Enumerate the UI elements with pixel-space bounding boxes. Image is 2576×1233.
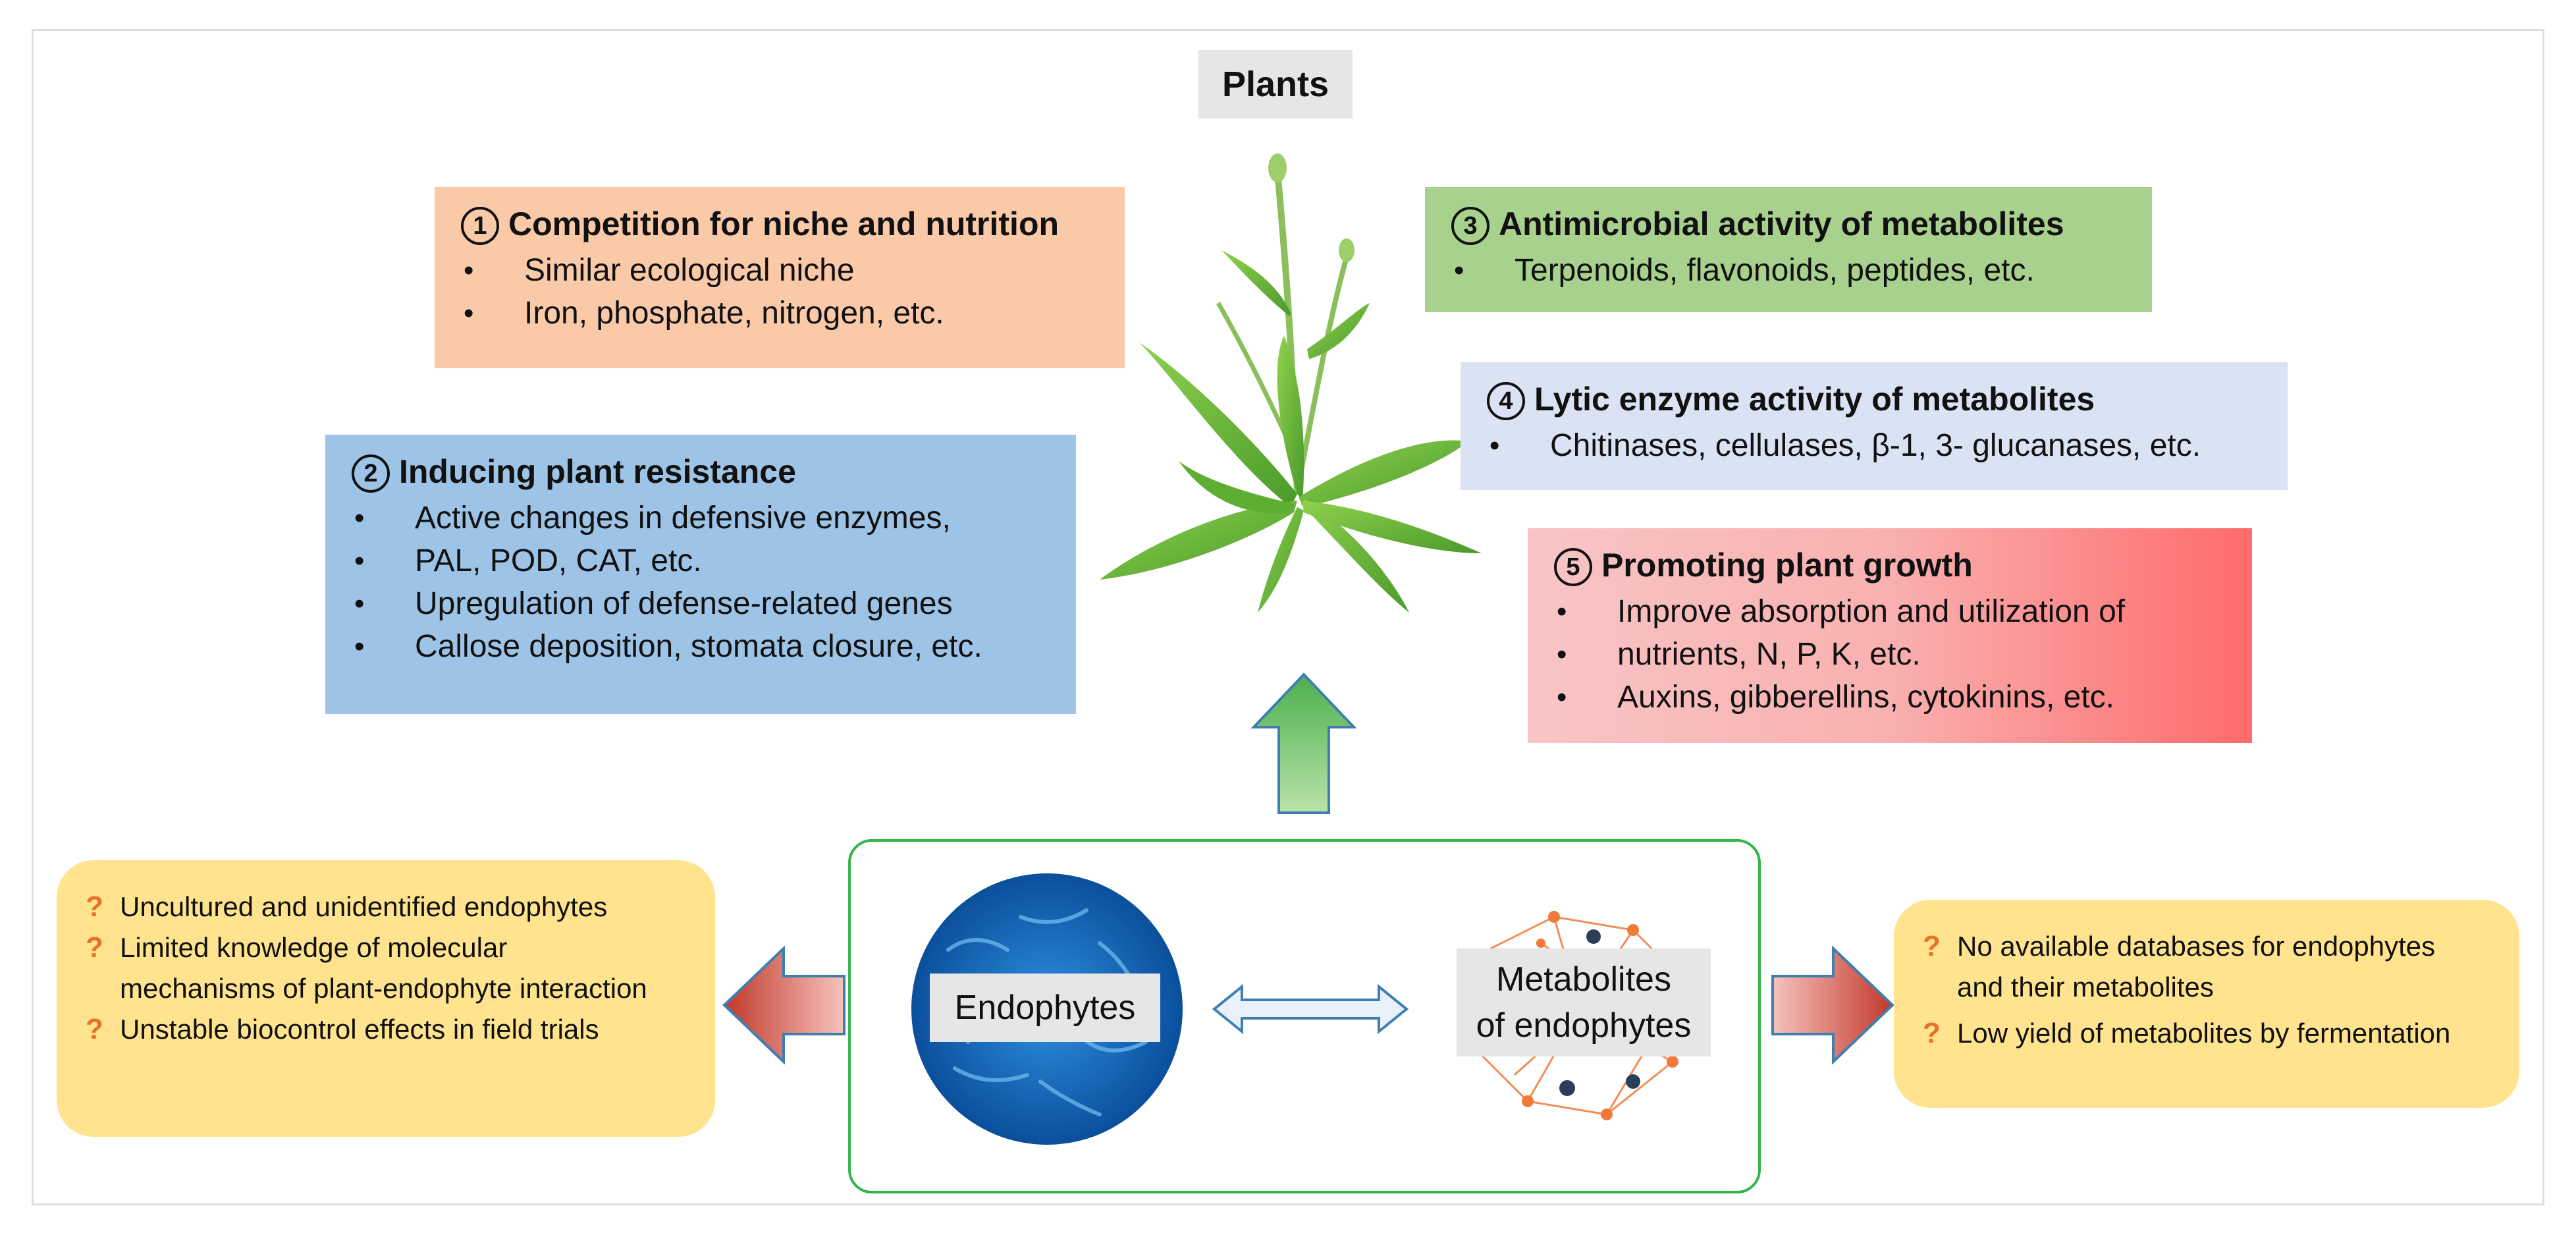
right-challenges-box: ? No available databases for endophytes a… xyxy=(1894,900,2519,1108)
number-badge: 4 xyxy=(1487,382,1525,420)
question-mark-icon: ? xyxy=(86,1013,103,1045)
challenge-item: ? Uncultured and unidentified endophytes xyxy=(83,887,689,927)
growth-item: nutrients, N, P, K, etc. xyxy=(1554,633,2226,676)
growth-item: Improve absorption and utilization of xyxy=(1554,590,2226,633)
metabolites-label-line1: Metabolites xyxy=(1496,960,1671,999)
number-badge: 2 xyxy=(352,454,390,493)
right-arrow xyxy=(1771,946,1894,1064)
challenge-text: No available databases for endophytes xyxy=(1957,931,2436,962)
challenge-item: ? Unstable biocontrol effects in field tr… xyxy=(83,1009,689,1050)
competition-title: Competition for niche and nutrition xyxy=(508,206,1060,242)
question-mark-icon: ? xyxy=(1923,930,1941,962)
question-mark-icon: ? xyxy=(86,890,103,923)
question-mark-icon: ? xyxy=(1923,1017,1941,1049)
number-badge: 1 xyxy=(461,207,499,245)
endophytes-label: Endophytes xyxy=(930,973,1160,1042)
question-mark-icon: ? xyxy=(86,931,103,964)
resistance-item: Upregulation of defense-related genes xyxy=(352,582,1050,625)
antimicrobial-item: Terpenoids, flavonoids, peptides, etc. xyxy=(1451,249,2126,292)
number-badge: 3 xyxy=(1451,207,1489,245)
metabolites-label-line2: of endophytes xyxy=(1476,1006,1692,1045)
left-arrow xyxy=(722,946,845,1064)
lytic-item: Chitinases, cellulases, β-1, 3- glucanas… xyxy=(1487,424,2261,467)
lytic-title: Lytic enzyme activity of metabolites xyxy=(1534,381,2095,418)
up-arrow xyxy=(1251,672,1356,814)
challenge-text: Limited knowledge of molecular xyxy=(120,932,508,963)
challenge-text: Low yield of metabolites by fermentation xyxy=(1957,1018,2451,1049)
growth-title: Promoting plant growth xyxy=(1601,547,1973,584)
challenge-item: ? No available databases for endophytes xyxy=(1920,926,2493,967)
left-challenges-box: ?Uncultured and unidentified endophytes … xyxy=(57,860,715,1137)
challenge-item: ? Limited knowledge of molecular xyxy=(83,927,689,968)
challenge-item-continued: and their metabolites xyxy=(1957,972,2214,1002)
resistance-item: PAL, POD, CAT, etc. xyxy=(352,539,1050,582)
antimicrobial-heading: 3 Antimicrobial activity of metabolites xyxy=(1451,203,2126,245)
resistance-item: Callose deposition, stomata closure, etc… xyxy=(352,625,1050,668)
metabolites-label: Metabolites of endophytes xyxy=(1457,948,1711,1056)
resistance-title: Inducing plant resistance xyxy=(399,453,796,490)
antimicrobial-title: Antimicrobial activity of metabolites xyxy=(1499,206,2064,242)
growth-item: Auxins, gibberellins, cytokinins, etc. xyxy=(1554,676,2226,719)
challenge-text: Unstable biocontrol effects in field tri… xyxy=(120,1014,599,1045)
antimicrobial-box: 3 Antimicrobial activity of metabolites T… xyxy=(1425,187,2152,312)
competition-item: Similar ecological niche xyxy=(461,249,1098,292)
double-arrow xyxy=(1212,984,1409,1034)
competition-item: Iron, phosphate, nitrogen, etc. xyxy=(461,292,1098,335)
challenge-item: ? Low yield of metabolites by fermentatio… xyxy=(1920,1013,2493,1054)
resistance-item: Active changes in defensive enzymes, xyxy=(352,497,1050,539)
plants-title: Plants xyxy=(1198,50,1353,119)
plant-illustration xyxy=(1100,153,1482,613)
figure-frame xyxy=(32,29,2544,1205)
challenge-item-continued: mechanisms of plant-endophyte interactio… xyxy=(120,973,647,1004)
number-badge: 5 xyxy=(1554,548,1592,586)
challenge-text: Uncultured and unidentified endophytes xyxy=(120,891,608,922)
